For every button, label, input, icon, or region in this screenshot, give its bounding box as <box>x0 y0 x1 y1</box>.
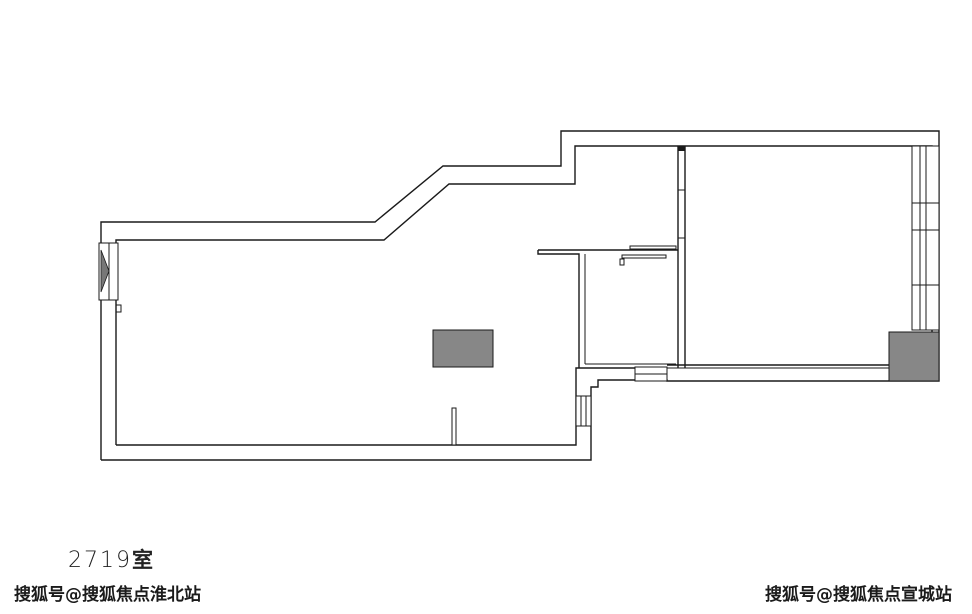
small-post <box>451 407 457 446</box>
table-fixture <box>432 329 494 368</box>
watermark-left: 搜狐号@搜狐焦点淮北站 <box>14 585 201 605</box>
outer-wall <box>100 130 940 461</box>
lower-window <box>575 395 592 427</box>
inner-wall <box>115 145 933 445</box>
watermark-right: 搜狐号@搜狐焦点宣城站 <box>765 585 952 605</box>
room-number-label: 2719室 <box>68 544 153 574</box>
bedroom-partition <box>677 146 686 368</box>
right-window <box>911 145 940 331</box>
room-suffix: 室 <box>132 548 153 572</box>
structural-column <box>888 331 940 382</box>
room-number: 2719 <box>68 548 132 573</box>
inner-wall-lower <box>116 367 635 446</box>
bathroom-door <box>634 366 668 382</box>
bathroom-walls <box>537 245 678 368</box>
left-window <box>98 242 119 301</box>
wall-notch <box>116 304 122 313</box>
